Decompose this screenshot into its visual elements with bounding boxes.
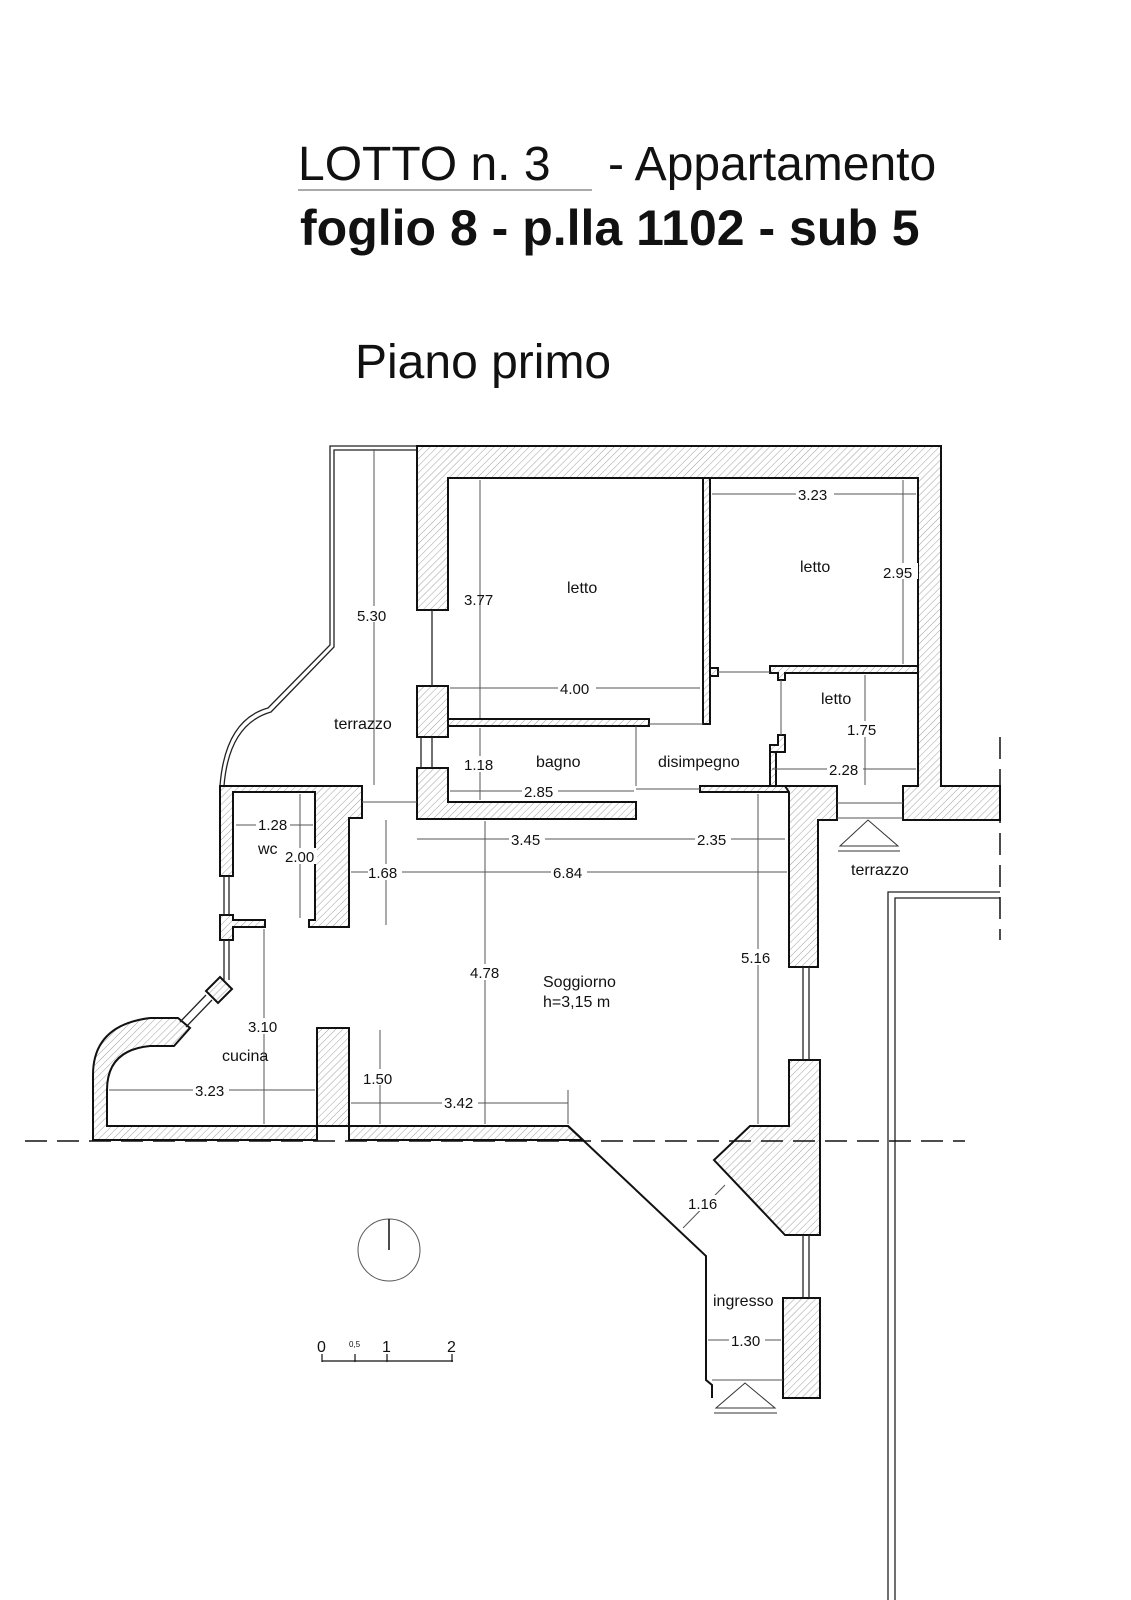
room-label-wc: wc	[257, 841, 278, 858]
room-labels: letto letto letto bagno disimpegno terra…	[222, 559, 909, 1310]
dimension-label: 3.10	[248, 1019, 277, 1036]
scale-label: 2	[447, 1339, 456, 1356]
dimension-label: 3.45	[511, 832, 540, 849]
room-label-letto: letto	[821, 691, 851, 708]
right-terrace-outline	[887, 737, 1001, 1600]
dimension-label: 1.30	[731, 1333, 760, 1350]
dimension-label: 6.84	[553, 865, 582, 882]
dimension-label: 5.30	[357, 608, 386, 625]
floor-title: Piano primo	[355, 336, 611, 389]
room-label-letto: letto	[567, 580, 597, 597]
dimension-labels: 5.30 3.77 4.00 3.23 2.95 1.75 2.28 1.18 …	[193, 486, 918, 1350]
dimension-label: 2.95	[883, 565, 912, 582]
dimension-label: 3.42	[444, 1095, 473, 1112]
dimension-label: 1.68	[368, 865, 397, 882]
scale-label: 1	[382, 1339, 391, 1356]
openings	[179, 610, 903, 1398]
dimension-label: 4.00	[560, 681, 589, 698]
room-label-bagno: bagno	[536, 754, 581, 771]
room-label-letto: letto	[800, 559, 830, 576]
room-label-disimpegno: disimpegno	[658, 754, 740, 771]
scale-label: 0,5	[349, 1340, 361, 1349]
dimension-label: 2.00	[285, 849, 314, 866]
dimension-label: 2.85	[524, 784, 553, 801]
scale-bar: 0 0,5 1 2	[317, 1339, 456, 1362]
dimension-label: 3.23	[798, 487, 827, 504]
dimension-label: 3.77	[464, 592, 493, 609]
room-label-soggiorno: Soggiorno	[543, 974, 616, 991]
entrance-triangle-icon	[714, 1382, 777, 1414]
terrace-railing-left	[219, 445, 417, 787]
cadastral-reference: foglio 8 - p.lla 1102 - sub 5	[300, 200, 920, 256]
room-label-terrazzo: terrazzo	[334, 716, 392, 733]
unit-type: - Appartamento	[608, 138, 936, 191]
dimension-label: 1.75	[847, 722, 876, 739]
entrance-triangle-icon	[838, 819, 900, 852]
dimension-label: 2.28	[829, 762, 858, 779]
dimension-label: 3.23	[195, 1083, 224, 1100]
room-label-ingresso: ingresso	[713, 1293, 774, 1310]
room-height: h=3,15 m	[543, 994, 610, 1011]
dimension-label: 1.16	[688, 1196, 717, 1213]
lotto-title: LOTTO n. 3	[298, 138, 551, 191]
dimension-label: 2.35	[697, 832, 726, 849]
dimension-label: 1.28	[258, 817, 287, 834]
room-label-terrazzo: terrazzo	[851, 862, 909, 879]
scale-label: 0	[317, 1339, 326, 1356]
dimension-label: 1.18	[464, 757, 493, 774]
dimension-label: 4.78	[470, 965, 499, 982]
dimension-label: 5.16	[741, 950, 770, 967]
north-arrow-icon	[357, 1218, 421, 1282]
dimension-label: 1.50	[363, 1071, 392, 1088]
room-label-cucina: cucina	[222, 1048, 268, 1065]
walls	[92, 445, 1001, 1399]
